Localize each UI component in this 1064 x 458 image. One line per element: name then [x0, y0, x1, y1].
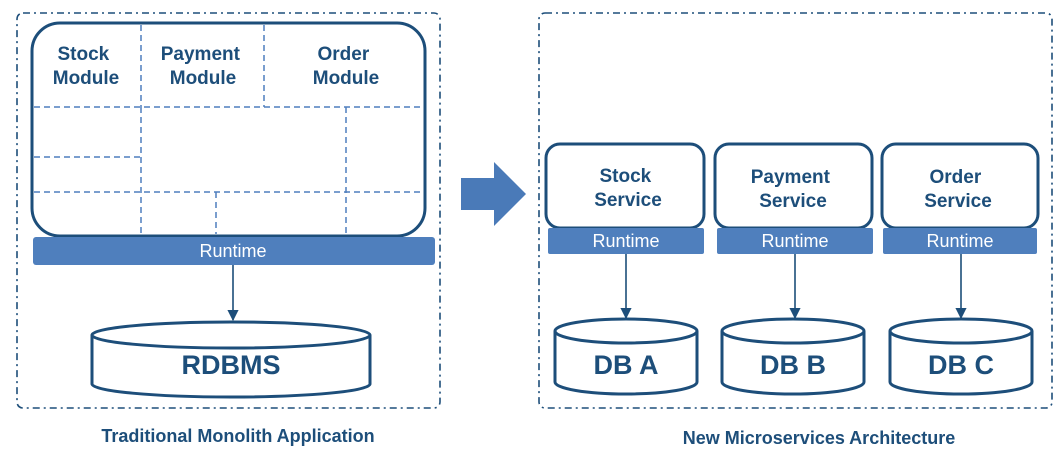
payment-runtime-bar [717, 228, 873, 254]
monolith-runtime-label: Runtime [199, 241, 266, 261]
payment-service-label: Payment Service [751, 167, 835, 212]
monolith-runtime-bar [33, 237, 435, 265]
stock-service-label: Stock Service [594, 166, 662, 211]
stock-module-label: Stock Module [53, 44, 120, 89]
payment-runtime-label: Runtime [761, 231, 828, 251]
order-service-group: Order Service Runtime DB C [880, 142, 1040, 396]
rdbms-cylinder: RDBMS [90, 320, 372, 399]
db-a-label: DB A [594, 350, 659, 380]
order-module-label: Order Module [313, 44, 380, 89]
monolith-application-box [30, 21, 427, 238]
microservices-caption: New Microservices Architecture [683, 428, 955, 448]
monolith-section: Stock Module Payment Module Order Module… [16, 12, 441, 446]
db-b-cylinder: DB B [720, 317, 866, 396]
stock-service-group: Stock Service Runtime DB A [544, 142, 706, 396]
payment-module-label: Payment Module [161, 44, 245, 89]
monolith-boundary [16, 12, 441, 409]
module-grid-lines [34, 25, 423, 234]
stock-runtime-label: Runtime [592, 231, 659, 251]
db-c-cylinder: DB C [888, 317, 1034, 396]
stock-runtime-bar [548, 228, 704, 254]
microservices-boundary [538, 12, 1053, 409]
order-runtime-bar [883, 228, 1037, 254]
db-c-label: DB C [928, 350, 994, 380]
rdbms-label: RDBMS [182, 350, 281, 380]
order-service-label: Order Service [924, 167, 992, 212]
order-runtime-label: Runtime [926, 231, 993, 251]
db-a-cylinder: DB A [553, 317, 699, 396]
monolith-caption: Traditional Monolith Application [101, 426, 374, 446]
microservices-section: Stock Service Runtime DB A Payment Servi… [538, 12, 1053, 448]
db-b-label: DB B [760, 350, 826, 380]
payment-service-group: Payment Service Runtime DB B [713, 142, 874, 396]
transition-arrow-icon [461, 162, 526, 226]
